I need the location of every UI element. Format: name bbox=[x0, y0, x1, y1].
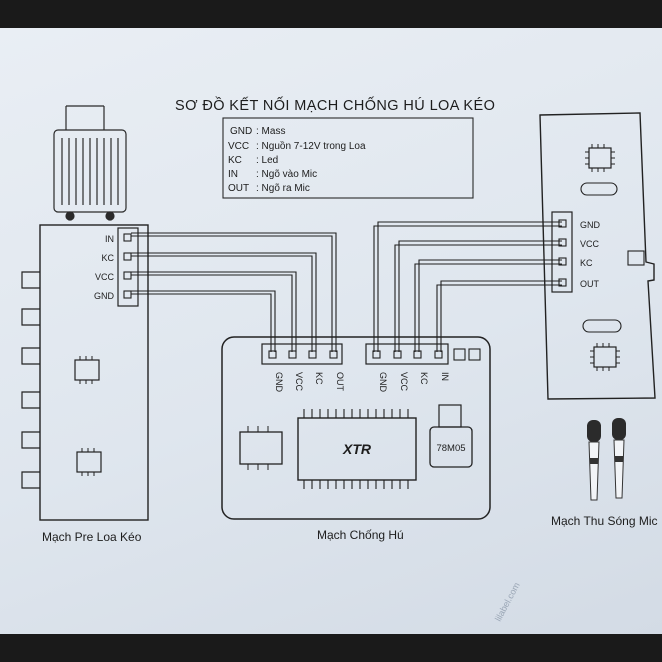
legend-row: OUT : Ngõ ra Mic bbox=[228, 183, 310, 194]
pin-label-vcc: VCC bbox=[294, 372, 304, 392]
pin-label-vcc: VCC bbox=[399, 372, 409, 392]
trolley-speaker-icon bbox=[53, 105, 127, 221]
legend-row: KC : Led bbox=[228, 155, 278, 166]
pin-label-out: OUT bbox=[335, 372, 345, 392]
oval-component bbox=[582, 319, 622, 333]
pin-label-vcc: VCC bbox=[95, 272, 115, 282]
pre-board: IN KC VCC GND bbox=[21, 224, 149, 521]
ic-chip bbox=[585, 144, 615, 172]
oval-component bbox=[580, 182, 618, 196]
watermark: lilabel.com bbox=[493, 581, 522, 623]
legend-desc: : Ngõ ra Mic bbox=[256, 183, 310, 194]
regulator-78m05: 78M05 bbox=[429, 404, 473, 468]
paper-sheet bbox=[0, 28, 662, 634]
ic-chip bbox=[590, 343, 620, 371]
diagram-title: SƠ ĐỒ KẾT NỐI MẠCH CHỐNG HÚ LOA KÉO bbox=[175, 96, 495, 114]
legend-key: KC bbox=[228, 155, 242, 166]
legend-key: OUT bbox=[228, 183, 249, 194]
xtr-chip: XTR bbox=[297, 409, 417, 489]
legend-key: VCC bbox=[228, 141, 249, 152]
pin-label-gnd: GND bbox=[94, 291, 115, 301]
anti-howl-caption: Mạch Chống Hú bbox=[317, 528, 404, 542]
pin-header bbox=[365, 343, 449, 365]
pin-header bbox=[551, 211, 573, 293]
pin-label-out: OUT bbox=[580, 279, 600, 289]
legend-row: VCC : Nguồn 7-12V trong Loa bbox=[228, 140, 366, 152]
pin-label-kc: KC bbox=[580, 258, 593, 268]
pin-label-in: IN bbox=[105, 234, 114, 244]
pin-label-gnd: GND bbox=[580, 220, 601, 230]
legend-row: IN : Ngõ vào Mic bbox=[228, 169, 317, 180]
ic-chip bbox=[76, 448, 102, 476]
legend-key: GND bbox=[230, 126, 252, 137]
legend-key: IN bbox=[228, 169, 238, 180]
receiver-board-caption: Mạch Thu Sóng Mic bbox=[551, 514, 658, 528]
pin-label-gnd: GND bbox=[378, 372, 388, 393]
regulator-label: 78M05 bbox=[436, 443, 465, 454]
xtr-chip-label: XTR bbox=[342, 441, 372, 457]
legend-box bbox=[222, 117, 474, 199]
pre-board-caption: Mạch Pre Loa Kéo bbox=[42, 530, 142, 544]
legend-row: GND : Mass bbox=[230, 126, 285, 137]
pin-header bbox=[261, 343, 343, 365]
pin-label-kc: KC bbox=[101, 253, 114, 263]
wires-receiver-to-anti-howl bbox=[373, 221, 562, 352]
pin-label-vcc: VCC bbox=[580, 239, 600, 249]
legend-desc: : Ngõ vào Mic bbox=[256, 169, 317, 180]
legend-desc: : Nguồn 7-12V trong Loa bbox=[256, 140, 366, 152]
pin-header bbox=[117, 227, 139, 307]
small-component bbox=[627, 250, 645, 266]
legend-desc: : Led bbox=[256, 155, 278, 166]
anti-howl-board: GND VCC KC OUT GND VCC KC IN bbox=[221, 336, 491, 520]
microphone-icon bbox=[612, 418, 626, 499]
microphone-icon bbox=[587, 420, 601, 501]
ic-chip bbox=[239, 426, 283, 470]
receiver-board: GND VCC KC OUT bbox=[539, 112, 656, 400]
ic-chip bbox=[74, 356, 100, 384]
legend-desc: : Mass bbox=[256, 126, 285, 137]
wires-pre-to-anti-howl bbox=[131, 232, 337, 352]
pin-label-in: IN bbox=[440, 372, 450, 381]
pin-label-gnd: GND bbox=[274, 372, 284, 393]
pin-label-kc: KC bbox=[419, 372, 429, 385]
pin-label-kc: KC bbox=[314, 372, 324, 385]
